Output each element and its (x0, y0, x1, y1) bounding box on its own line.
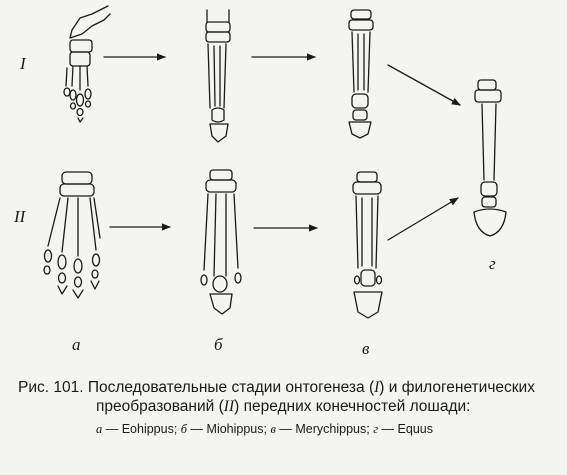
limb-I-b (205, 9, 231, 143)
limb-II-a (43, 171, 101, 299)
limb-I-g (473, 79, 507, 237)
arrows (103, 53, 461, 241)
limb-I-a (63, 5, 111, 123)
caption-line-2: преобразований (II) передних конечностей… (96, 398, 471, 415)
row-label-II: II (14, 207, 26, 226)
column-label-b: б (214, 335, 223, 354)
figure-caption: Рис. 101. Последовательные стадии онтоге… (18, 378, 563, 438)
row-label-I: I (20, 54, 26, 73)
limb-II-v (352, 171, 383, 319)
limb-II-b (200, 169, 242, 315)
horse-forelimb-evolution-diagram (43, 5, 507, 319)
limb-I-v (348, 9, 374, 139)
caption-legend: а — Eohippus; б — Miohippus; в — Merychi… (96, 422, 433, 436)
column-label-a: а (72, 335, 81, 354)
column-label-g: г (489, 254, 496, 273)
caption-line-1: Рис. 101. Последовательные стадии онтоге… (18, 379, 535, 396)
column-label-v: в (362, 339, 370, 358)
